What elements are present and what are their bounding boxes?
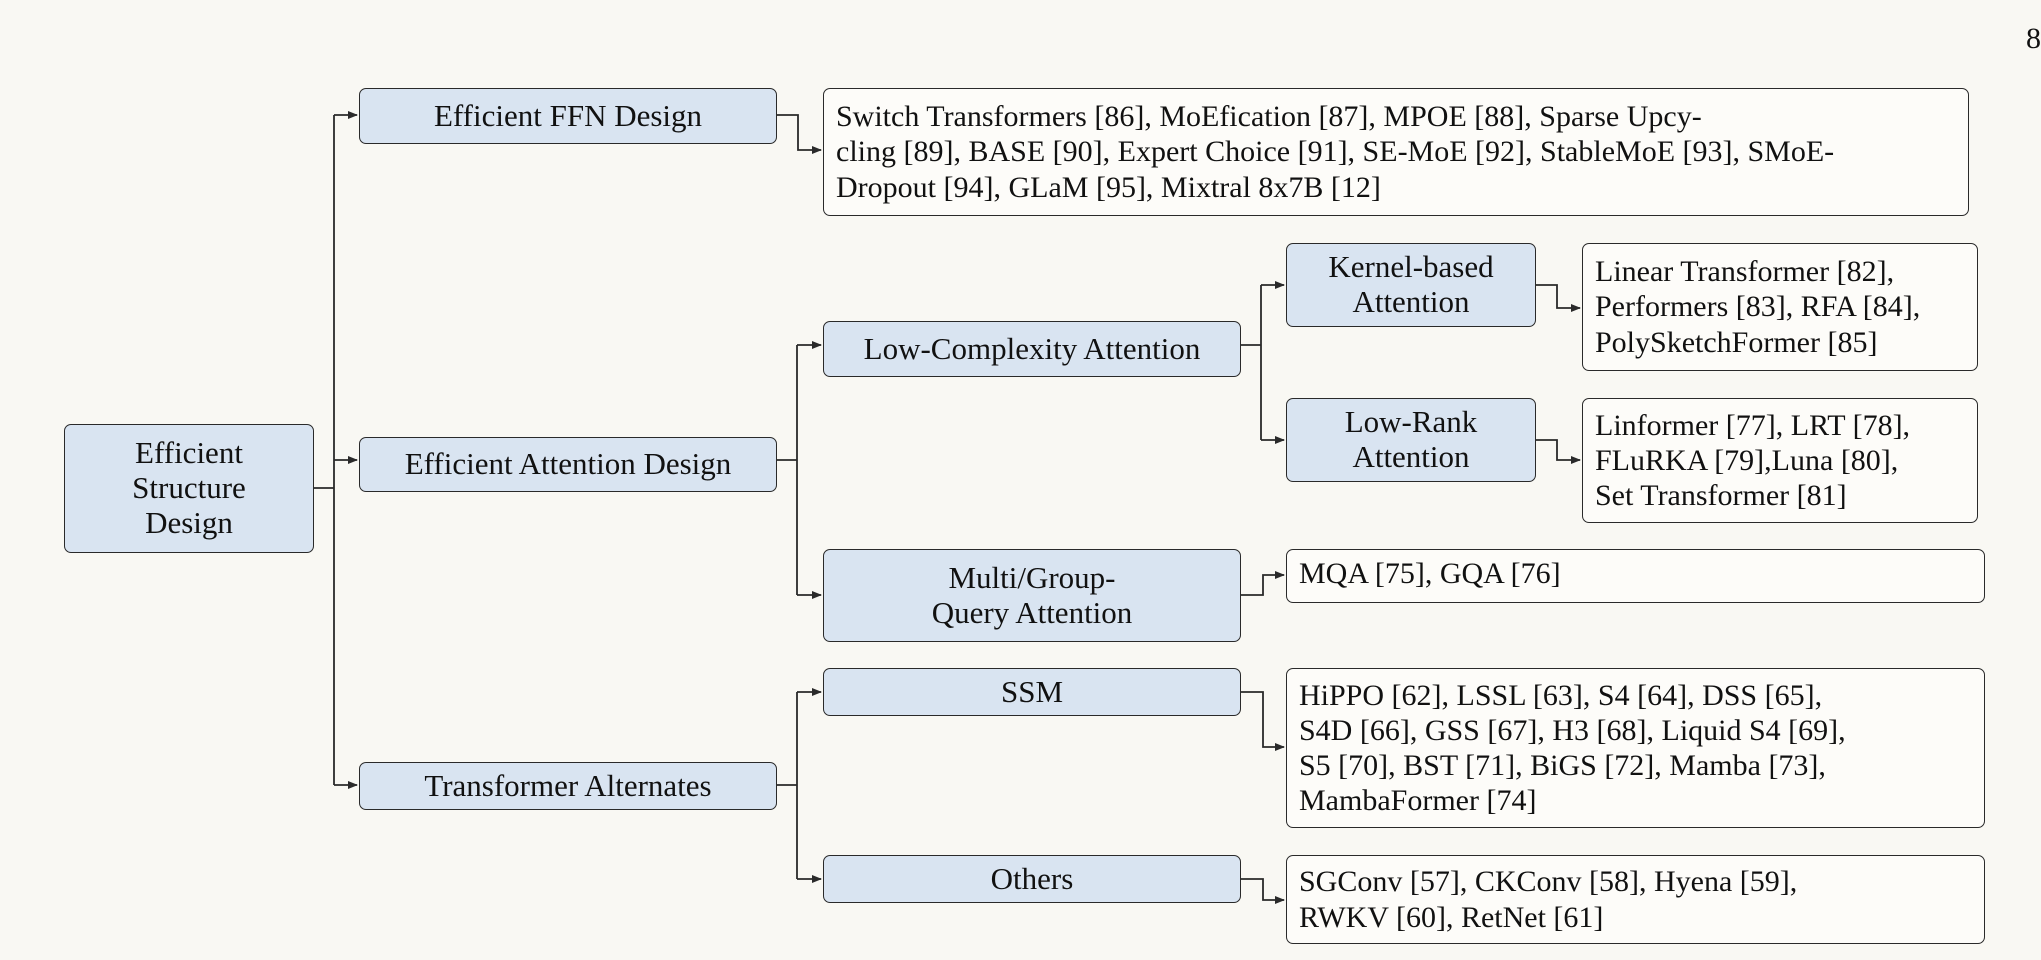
refs-ssm: HiPPO [62], LSSL [63], S4 [64], DSS [65]…	[1286, 668, 1985, 828]
ref-line: cling [89], BASE [90], Expert Choice [91…	[836, 135, 1835, 169]
refs-low-rank: Linformer [77], LRT [78], FLuRKA [79],Lu…	[1582, 398, 1978, 523]
ref-line: Performers [83], RFA [84],	[1595, 290, 1921, 324]
node-efficient-attention-design: Efficient Attention Design	[359, 437, 777, 492]
ref-line: Linformer [77], LRT [78],	[1595, 408, 1911, 442]
node-line: Low-Rank	[1344, 404, 1478, 440]
root-line: Structure	[132, 470, 246, 506]
root-node: Efficient Structure Design	[64, 424, 314, 553]
node-multi-group-query-attention: Multi/Group- Query Attention	[823, 549, 1241, 642]
ref-line: S4D [66], GSS [67], H3 [68], Liquid S4 […	[1299, 713, 1846, 747]
node-line: Multi/Group-	[948, 559, 1116, 595]
node-line: Attention	[1352, 284, 1470, 319]
ref-line: SGConv [57], CKConv [58], Hyena [59],	[1299, 865, 1798, 899]
node-low-rank-attention: Low-Rank Attention	[1286, 398, 1536, 482]
refs-others: SGConv [57], CKConv [58], Hyena [59], RW…	[1286, 855, 1985, 944]
ref-line: MambaFormer [74]	[1299, 784, 1537, 818]
refs-ffn: Switch Transformers [86], MoEfication [8…	[823, 88, 1969, 216]
refs-kernel-based: Linear Transformer [82], Performers [83]…	[1582, 243, 1978, 371]
node-line: Query Attention	[931, 594, 1133, 630]
ref-line: PolySketchFormer [85]	[1595, 325, 1878, 359]
page-number: 8	[2026, 22, 2041, 55]
node-line: Attention	[1352, 439, 1470, 474]
refs-multi-group: MQA [75], GQA [76]	[1286, 549, 1985, 603]
ref-line: FLuRKA [79],Luna [80],	[1595, 443, 1899, 477]
ref-line: S5 [70], BST [71], BiGS [72], Mamba [73]…	[1299, 749, 1826, 782]
ref-line: Linear Transformer [82],	[1595, 255, 1895, 289]
ref-line: Switch Transformers [86], MoEfication [8…	[836, 100, 1702, 134]
root-line: Design	[145, 504, 233, 540]
ref-line: Dropout [94], GLaM [95], Mixtral 8x7B [1…	[836, 170, 1381, 204]
root-line: Efficient	[135, 435, 243, 471]
ref-line: HiPPO [62], LSSL [63], S4 [64], DSS [65]…	[1299, 678, 1823, 712]
node-others: Others	[823, 855, 1241, 903]
ref-line: RWKV [60], RetNet [61]	[1299, 900, 1604, 934]
ref-line: Set Transformer [81]	[1595, 479, 1847, 513]
node-kernel-based-attention: Kernel-based Attention	[1286, 243, 1536, 327]
node-efficient-ffn-design: Efficient FFN Design	[359, 88, 777, 144]
node-low-complexity-attention: Low-Complexity Attention	[823, 321, 1241, 377]
ref-line: MQA [75], GQA [76]	[1299, 557, 1561, 590]
node-line: Kernel-based	[1328, 249, 1494, 285]
node-transformer-alternates: Transformer Alternates	[359, 762, 777, 810]
node-ssm: SSM	[823, 668, 1241, 716]
